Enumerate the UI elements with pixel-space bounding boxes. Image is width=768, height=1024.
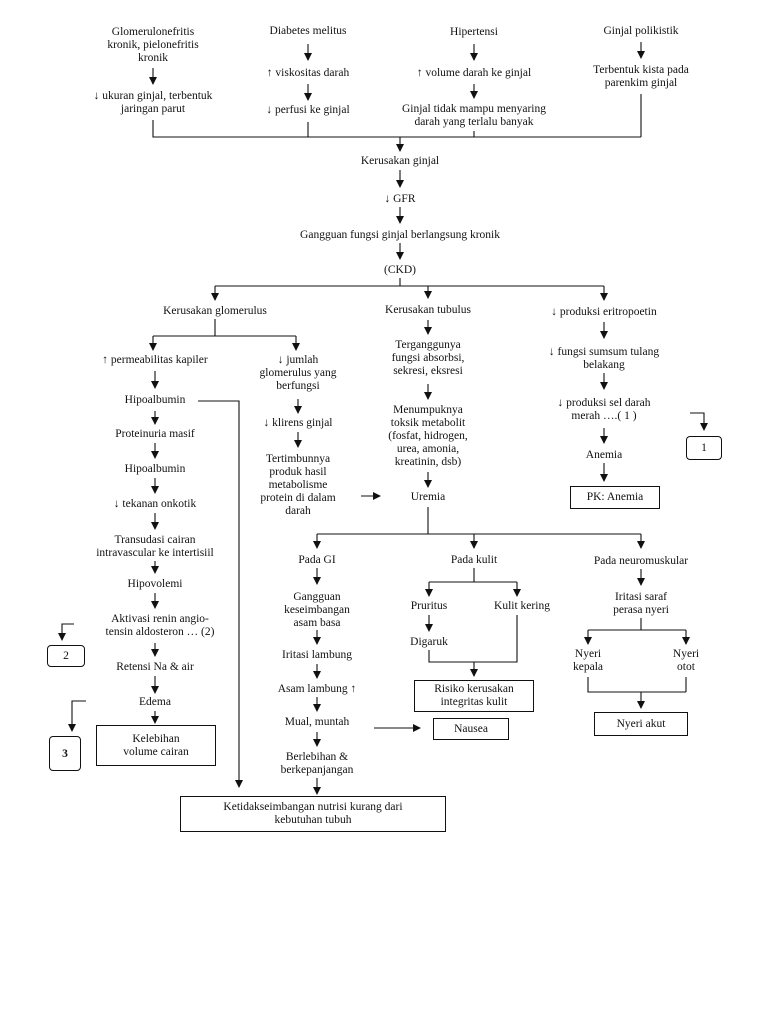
gfr-decrease: ↓ GFR <box>384 193 416 205</box>
diabetes-effect-viskositas: ↑ viskositas darah <box>266 67 350 79</box>
kerusakan-tubulus: Kerusakan tubulus <box>385 304 471 316</box>
cause-polikistik: Ginjal polikistik <box>603 25 679 37</box>
tekanan-onkotik: ↓ tekanan onkotik <box>113 498 197 510</box>
gangguan-fungsi-ginjal: Gangguan fungsi ginjal berlangsung kroni… <box>300 229 500 241</box>
berlebihan-berkepanjangan: Berlebihan &berkepanjangan <box>280 751 354 776</box>
proteinuria-masif: Proteinuria masif <box>115 428 195 440</box>
edema: Edema <box>139 696 171 708</box>
nausea-box: Nausea <box>433 718 509 740</box>
iritasi-lambung: Iritasi lambung <box>282 649 352 661</box>
diabetes-effect-perfusi: ↓ perfusi ke ginjal <box>266 104 350 116</box>
uremia: Uremia <box>410 491 446 503</box>
pada-neuromuskular: Pada neuromuskular <box>593 555 689 567</box>
aktivasi-renin: Aktivasi renin angio-tensin aldosteron …… <box>105 613 215 638</box>
permeabilitas-kapiler: ↑ permeabilitas kapiler <box>102 354 208 366</box>
hipovolemi: Hipovolemi <box>127 578 183 590</box>
pk-anemia-box: PK: Anemia <box>570 486 660 509</box>
kerusakan-glomerulus: Kerusakan glomerulus <box>163 305 267 317</box>
connector-3: 3 <box>49 736 81 771</box>
hipoalbumin-2: Hipoalbumin <box>124 463 186 475</box>
klirens-ginjal: ↓ klirens ginjal <box>263 417 333 429</box>
kulit-kering: Kulit kering <box>494 600 550 612</box>
connector-1: 1 <box>686 436 722 460</box>
hipoalbumin-1: Hipoalbumin <box>124 394 186 406</box>
anemia: Anemia <box>585 449 623 461</box>
hipertensi-effect-volume: ↑ volume darah ke ginjal <box>416 67 532 79</box>
connector-2: 2 <box>47 645 85 667</box>
pruritus: Pruritus <box>410 600 448 612</box>
nyeri-akut-box: Nyeri akut <box>594 712 688 736</box>
mual-muntah: Mual, muntah <box>284 716 350 728</box>
pada-gi: Pada GI <box>298 554 336 566</box>
cause-diabetes: Diabetes melitus <box>269 25 347 37</box>
retensi-na-air: Retensi Na & air <box>116 661 194 673</box>
kerusakan-ginjal: Kerusakan ginjal <box>360 155 440 167</box>
pada-kulit: Pada kulit <box>450 554 498 566</box>
ckd-label: (CKD) <box>384 264 416 276</box>
digaruk: Digaruk <box>410 636 448 648</box>
asam-lambung: Asam lambung ↑ <box>277 683 357 695</box>
cause-hipertensi: Hipertensi <box>450 26 498 38</box>
produksi-eritropoetin: ↓ produksi eritropoetin <box>551 306 657 318</box>
